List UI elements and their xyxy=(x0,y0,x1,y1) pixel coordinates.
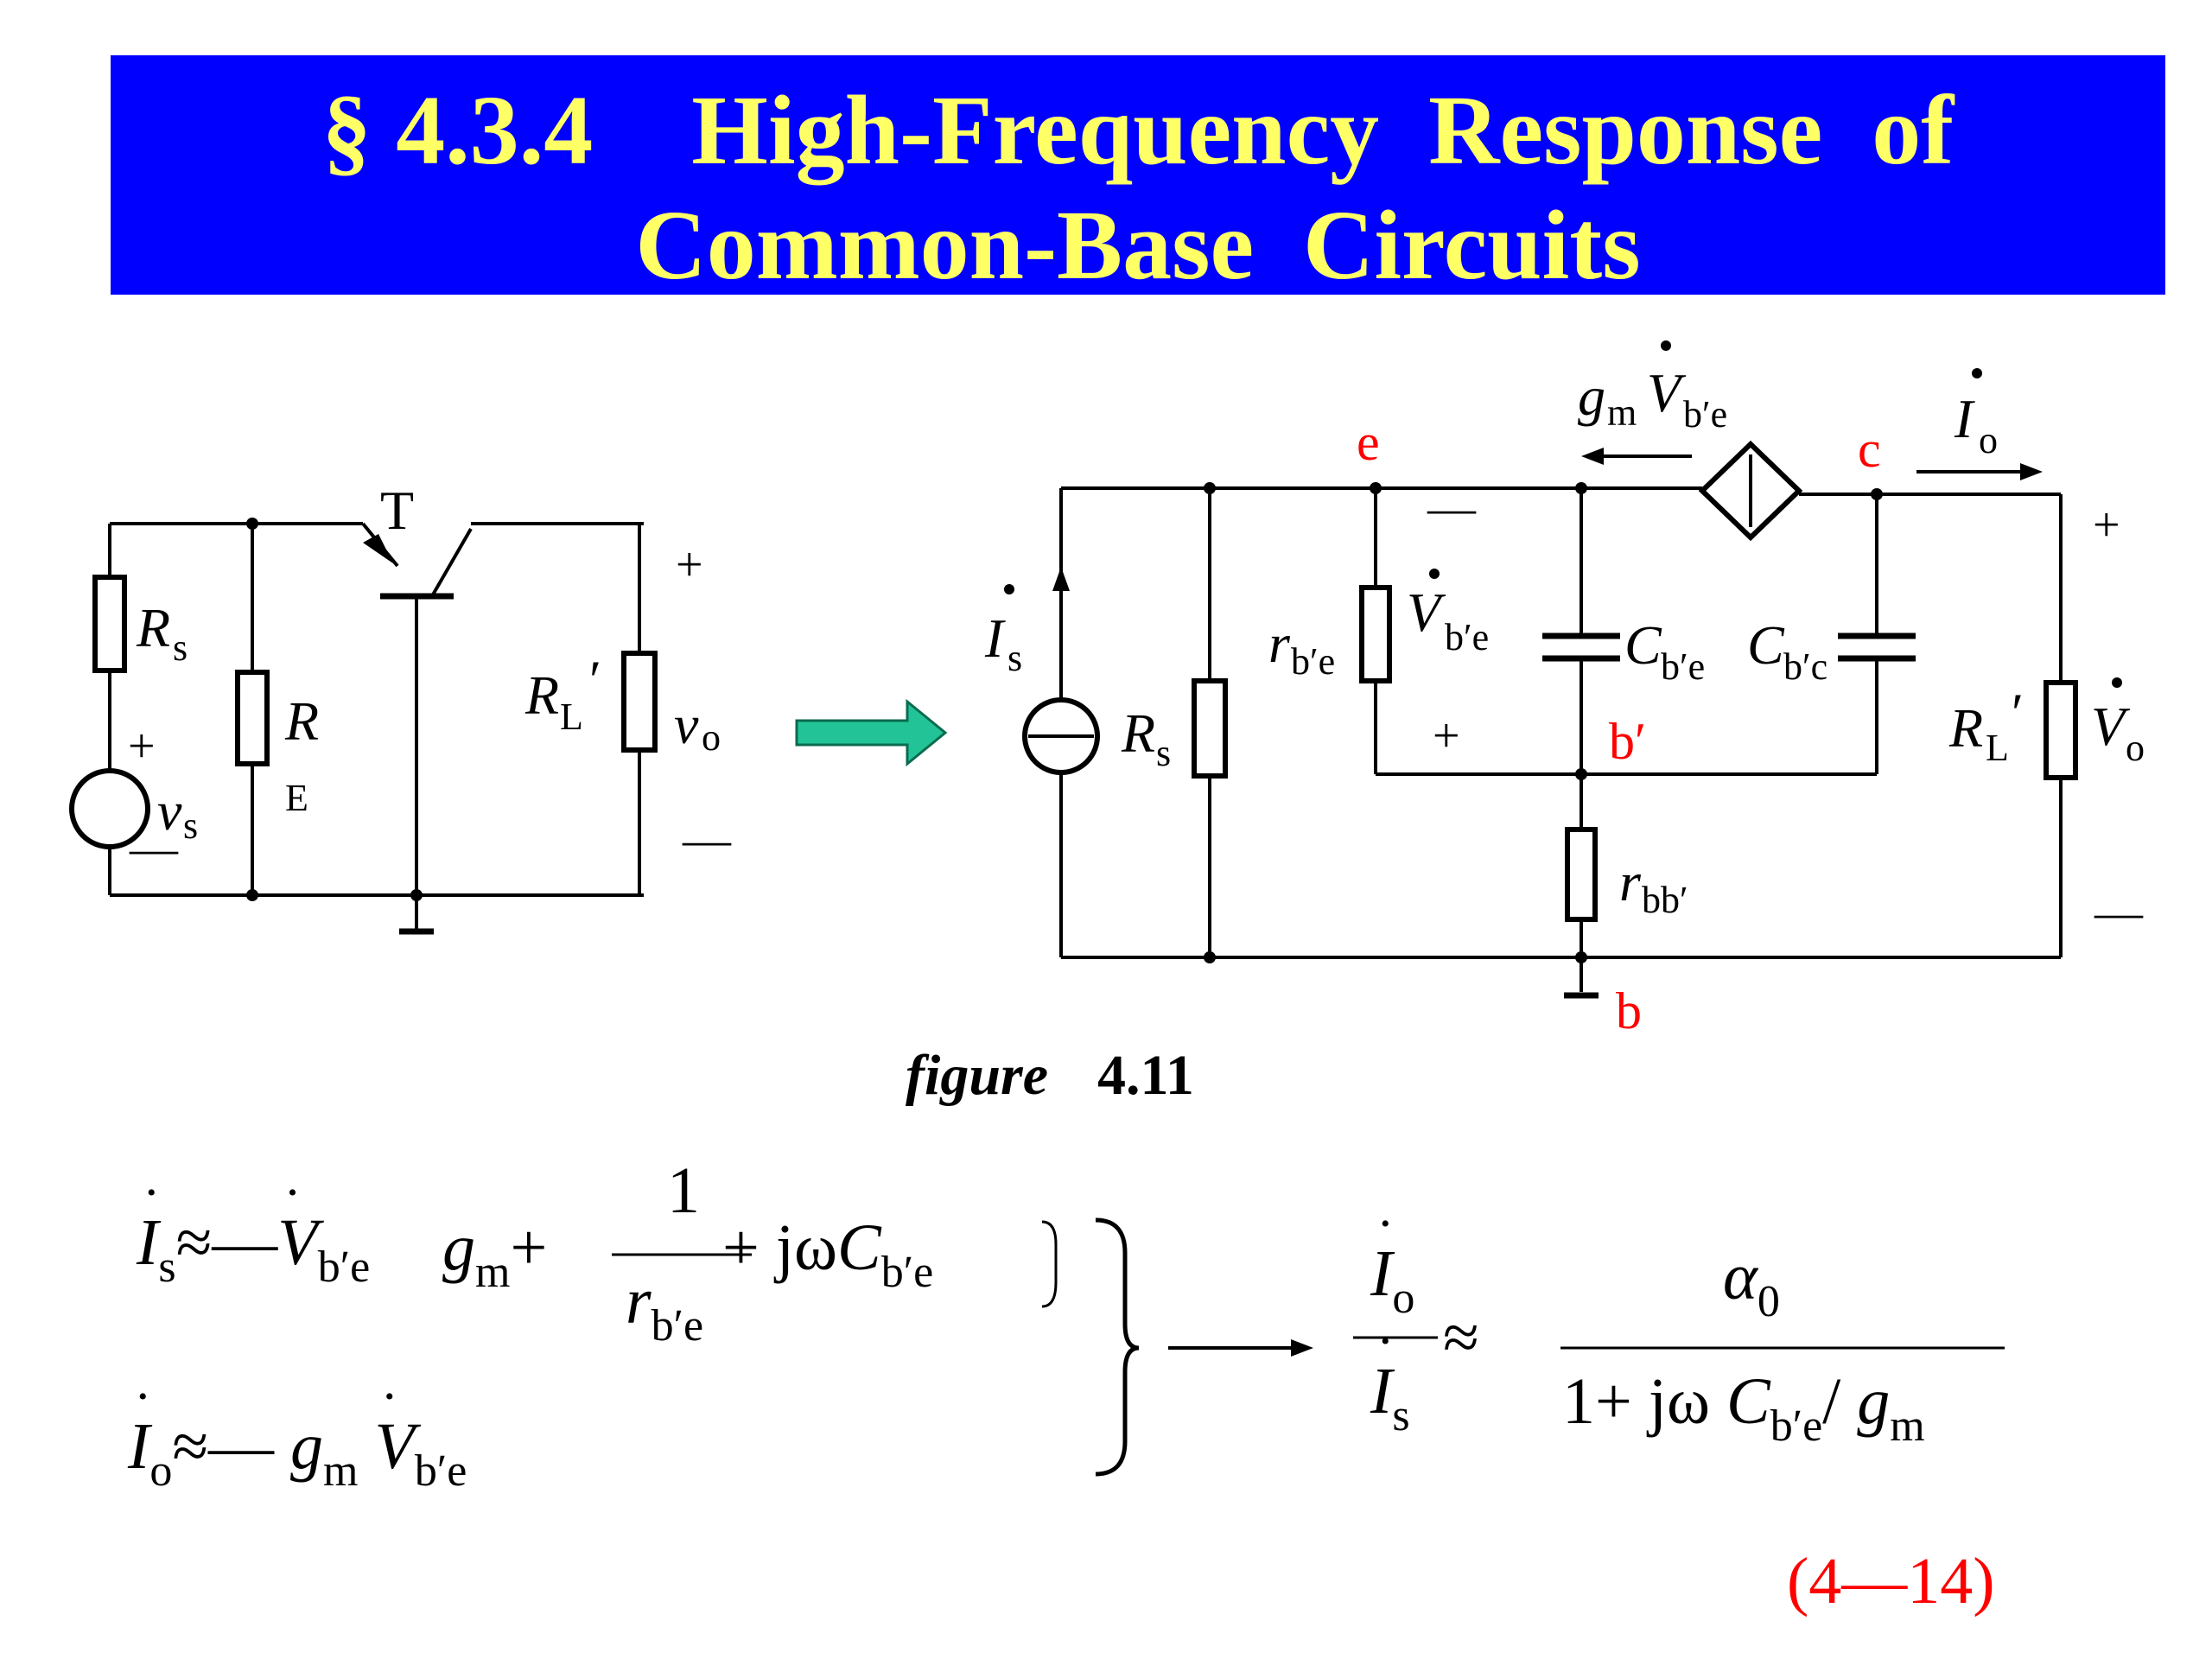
alpha-denominator: 1+ jω Cb′e/ gm xyxy=(1562,1365,1925,1451)
equation-1-gm: gm+ xyxy=(442,1211,548,1297)
transform-arrow xyxy=(795,698,948,767)
rbb-label: r xyxy=(1619,851,1642,912)
rs-sub: s xyxy=(173,626,188,669)
vo-label-right: V xyxy=(2091,696,2131,757)
io-label: I xyxy=(1954,388,1975,449)
cbc-label: C xyxy=(1747,614,1785,676)
vo-label: v xyxy=(674,694,699,755)
rl-resistor-right xyxy=(2044,680,2078,780)
vs-sub: s xyxy=(183,804,198,847)
fraction-one: 1 xyxy=(667,1154,700,1227)
rbe-resistor xyxy=(1359,585,1392,683)
figure-caption-italic: figure xyxy=(906,1044,1048,1107)
vbe-plus: + xyxy=(1433,709,1460,763)
rl-sub: L xyxy=(560,696,583,738)
re-sub: E xyxy=(285,777,308,819)
is-sub: s xyxy=(1007,637,1022,679)
vo-sub-right: o xyxy=(2126,727,2145,769)
rbe-sub: b′e xyxy=(1291,640,1335,683)
vo-minus: — xyxy=(682,813,732,867)
re-resistor xyxy=(235,670,270,766)
vs-plus: + xyxy=(128,720,156,773)
emitter-arrow xyxy=(363,534,393,563)
cbe-label: C xyxy=(1624,614,1662,676)
fraction-r: rb′e xyxy=(626,1265,704,1351)
rl-label: R xyxy=(524,664,559,726)
rs-label: R xyxy=(136,597,170,658)
equation-1-lhs: Is≈—Vb′e xyxy=(137,1210,370,1290)
cbe-sub: b′e xyxy=(1661,645,1705,688)
equation-number: (4—14) xyxy=(1787,1545,1995,1618)
rl-resistor xyxy=(621,651,658,753)
gm-v-label: V xyxy=(1647,362,1687,423)
figure-caption-number: 4.11 xyxy=(1097,1044,1194,1107)
title-line-2: Common-Base Circuits xyxy=(635,190,1641,300)
rs-sub-right: s xyxy=(1156,732,1171,774)
rs-label-right: R xyxy=(1121,702,1155,764)
equation-2: Io≈— gm Vb′e xyxy=(128,1414,467,1494)
node-b: b xyxy=(1616,982,1642,1039)
vo-plus: + xyxy=(676,538,703,592)
rs-resistor-right xyxy=(1192,678,1228,779)
rbb-resistor xyxy=(1565,827,1598,922)
gm-v-sub: b′e xyxy=(1683,393,1727,435)
ratio-approx: ≈ xyxy=(1443,1301,1479,1374)
gm-sub: m xyxy=(1607,391,1637,434)
vbe-minus: — xyxy=(1427,481,1477,535)
title-banner: § 4.3.4 High-Frequency Response of Commo… xyxy=(111,55,2165,295)
transistor-label: T xyxy=(380,480,414,541)
title-line-1: § 4.3.4 High-Frequency Response of xyxy=(321,75,1955,185)
gm-label: g xyxy=(1578,365,1605,427)
left-circuit xyxy=(69,522,658,935)
node-b-prime: b′ xyxy=(1609,713,1646,770)
ratio-numerator: Io xyxy=(1370,1241,1414,1321)
rl-prime: ′ xyxy=(589,649,601,710)
re-label: R xyxy=(284,690,319,752)
vo-sub: o xyxy=(702,716,721,759)
rl-prime-right: ′ xyxy=(2012,682,2024,743)
rl-sub-right: L xyxy=(1986,727,2009,769)
vo-minus-right: — xyxy=(2094,886,2144,939)
io-sub: o xyxy=(1979,419,1998,461)
vs-label: v xyxy=(157,780,182,842)
dependent-source xyxy=(1698,440,1803,542)
equation-1-jwc: + jωCb′e xyxy=(722,1211,934,1297)
vs-minus: — xyxy=(129,822,179,875)
vbe-sub: b′e xyxy=(1445,616,1489,658)
vo-plus-right: + xyxy=(2093,499,2120,552)
rbb-sub: bb′ xyxy=(1642,879,1688,921)
rs-resistor xyxy=(92,575,127,673)
right-circuit xyxy=(1022,440,2078,999)
cbc-sub: b′c xyxy=(1783,645,1827,688)
node-c: c xyxy=(1858,421,1881,478)
vbe-label: V xyxy=(1407,582,1446,643)
alpha-numerator: α0 xyxy=(1723,1241,1780,1326)
ratio-denominator: Is xyxy=(1370,1358,1410,1439)
is-label: I xyxy=(984,607,1006,669)
rbe-label: r xyxy=(1268,613,1291,674)
rl-label-right: R xyxy=(1948,697,1983,759)
right-brace xyxy=(1095,1217,1140,1477)
node-e: e xyxy=(1357,414,1380,471)
